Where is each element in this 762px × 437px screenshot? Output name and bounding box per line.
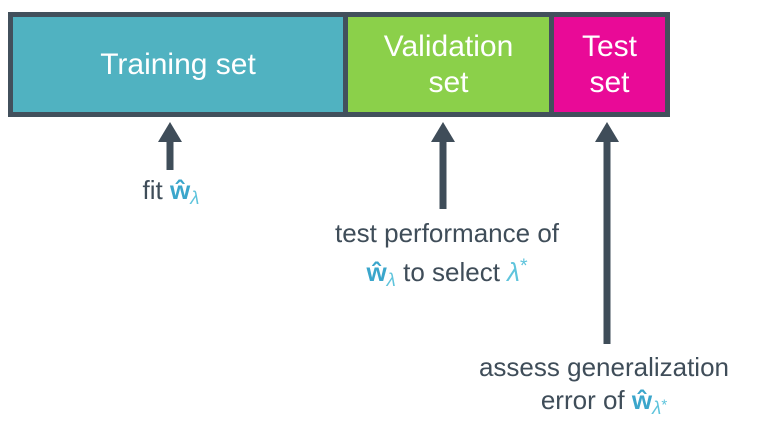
training-caption: fit ŵλ [101, 174, 241, 214]
w-hat-symbol: ŵ [631, 385, 653, 415]
validation-caption: test performance of ŵλ to select λ* [277, 217, 617, 296]
star-symbol: * [661, 396, 668, 414]
validation-caption-line2: ŵλ to select λ* [277, 250, 617, 296]
w-hat-symbol: ŵ [170, 175, 191, 205]
validation-caption-line1: test performance of [277, 217, 617, 250]
test-caption-line1: assess generalization [444, 351, 762, 384]
lambda-symbol: λ [507, 256, 520, 287]
w-hat-symbol: ŵ [366, 256, 387, 287]
lambda-star-subscript: λ* [652, 397, 667, 418]
lambda-star-superscript: * [519, 255, 528, 277]
validation-set-label-line1: Validation [383, 29, 514, 63]
test-caption-line2-text: error of [540, 385, 632, 415]
test-set-label-line2: set [589, 65, 630, 99]
validation-arrow-icon [429, 122, 457, 209]
test-set-label-line1: Test [581, 29, 638, 63]
validation-caption-line1-text: test performance of [335, 218, 559, 248]
test-caption-line2: error of ŵλ* [444, 384, 762, 424]
lambda-subscript: λ [190, 187, 200, 209]
test-caption: assess generalization error of ŵλ* [444, 351, 762, 424]
training-set-label: Training set [100, 47, 256, 81]
training-arrow-icon [156, 122, 184, 170]
training-caption-text: fit [142, 175, 170, 205]
test-arrow-icon [593, 122, 621, 344]
data-split-bar: Training set Validation set Test set [8, 12, 670, 117]
validation-set-box: Validation set [348, 17, 549, 112]
lambda-symbol: λ [652, 397, 662, 419]
training-set-box: Training set [13, 17, 343, 112]
test-caption-line1-text: assess generalization [478, 352, 730, 382]
validation-set-label-line2: set [428, 65, 469, 99]
lambda-subscript: λ [386, 269, 396, 290]
test-set-box: Test set [554, 17, 665, 112]
validation-caption-line2-text: to select [395, 256, 508, 287]
